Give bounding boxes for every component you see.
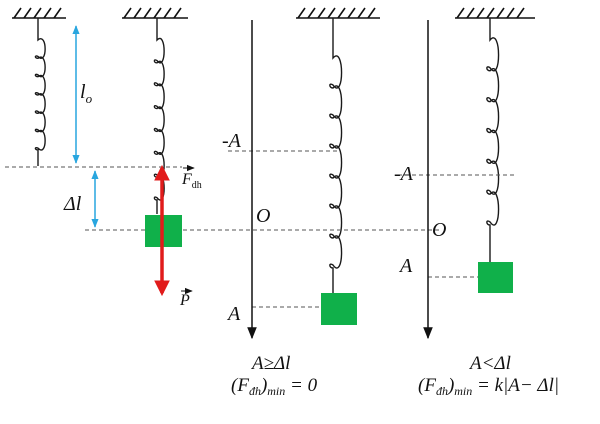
weight-label: P — [179, 287, 193, 309]
neg-amplitude-label-right: -A — [394, 163, 414, 185]
ceiling-3 — [296, 7, 380, 19]
spring-natural — [34, 18, 46, 166]
spring-case-right — [486, 18, 500, 262]
natural-length-label: lo — [80, 81, 93, 106]
ceiling-4 — [455, 7, 535, 19]
mass-block-case-right — [478, 262, 513, 293]
condition-right: A<Δl — [468, 353, 511, 374]
condition-left: A≥Δl — [250, 353, 290, 374]
origin-label-left: O — [256, 205, 270, 227]
svg-text:Fdh: Fdh — [181, 171, 202, 191]
svg-text:P: P — [179, 292, 190, 309]
formula-right: (Fđh)min = k|A− Δl| — [418, 375, 559, 398]
ceiling-1 — [12, 7, 66, 19]
pos-amplitude-label-left: A — [226, 303, 241, 325]
ceiling-2 — [122, 7, 188, 19]
origin-label-right: O — [432, 219, 446, 241]
formula-left: (Fđh)min = 0 — [231, 375, 318, 398]
neg-amplitude-label-left: -A — [222, 130, 242, 152]
elastic-force-label: Fdh — [181, 164, 202, 191]
mass-block-case-left — [321, 293, 357, 325]
extension-label: Δl — [63, 193, 82, 215]
spring-case-left — [329, 18, 343, 293]
pos-amplitude-label-right: A — [398, 255, 413, 277]
